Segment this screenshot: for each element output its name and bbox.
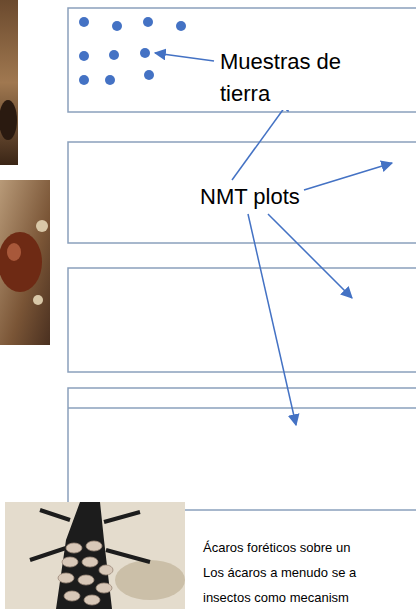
plot-label: NMT plots: [200, 184, 300, 210]
plot-rectangles: [68, 8, 416, 510]
caption-line: Ácaros foréticos sobre un: [203, 540, 350, 556]
photo-phoretic-mites: [5, 502, 185, 609]
sample-label: Muestras de tierra: [220, 46, 360, 110]
photo-beetle: [0, 180, 50, 345]
photo-mite: [0, 0, 18, 165]
caption-line: Los ácaros a menudo se a: [203, 565, 356, 581]
soil-samples: [79, 17, 186, 85]
caption-line: insectos como mecanism: [203, 590, 349, 606]
